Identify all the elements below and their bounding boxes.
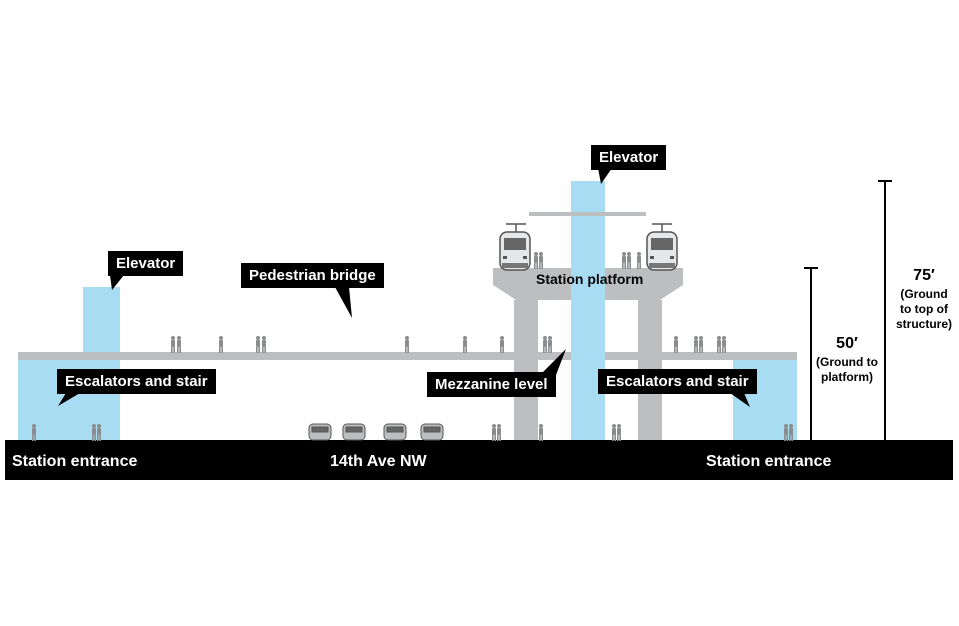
platform-height-value: 50′ [836, 335, 858, 352]
callout-elevator-right: Elevator [591, 145, 667, 170]
callout-elevator-left: Elevator [108, 251, 184, 276]
pointer-elevator-right [598, 168, 612, 184]
person-icon [463, 336, 467, 353]
train-icon [646, 223, 678, 271]
train-icon [499, 223, 531, 271]
station-platform-label: Station platform [536, 271, 644, 287]
person-icon [492, 424, 496, 441]
elevator-shaft-center [571, 181, 605, 440]
car-icon [342, 423, 366, 441]
person-icon [694, 336, 698, 353]
person-icon [539, 252, 543, 269]
platform-height-note-2: platform) [821, 370, 873, 384]
person-icon [256, 336, 260, 353]
callout-escalators-left: Escalators and stair [57, 369, 216, 394]
pointer-escalators-right [730, 393, 750, 407]
platform-canopy [529, 212, 646, 216]
person-icon [722, 336, 726, 353]
person-icon [548, 336, 552, 353]
person-icon [699, 336, 703, 353]
person-icon [500, 336, 504, 353]
car-icon [420, 423, 444, 441]
person-icon [627, 252, 631, 269]
person-icon [543, 336, 547, 353]
elevator-shaft-left [83, 287, 120, 360]
callout-escalators-right: Escalators and stair [598, 369, 757, 394]
person-icon [262, 336, 266, 353]
person-icon [622, 252, 626, 269]
person-icon [717, 336, 721, 353]
person-icon [219, 336, 223, 353]
person-icon [497, 424, 501, 441]
column-left [514, 300, 538, 440]
pointer-escalators-left [58, 393, 80, 406]
station-entrance-right-label: Station entrance [706, 453, 832, 470]
person-icon [534, 252, 538, 269]
street-label: 14th Ave NW [330, 453, 427, 470]
structure-height-note-1: (Ground [900, 287, 948, 301]
platform-height-note-1: (Ground to [816, 355, 878, 369]
person-icon [539, 424, 543, 441]
car-icon [308, 423, 332, 441]
person-icon [617, 424, 621, 441]
person-icon [674, 336, 678, 353]
callout-pedestrian-bridge: Pedestrian bridge [241, 263, 384, 288]
pointer-pedestrian-bridge [335, 287, 352, 318]
station-entrance-left-label: Station entrance [12, 453, 138, 470]
person-icon [405, 336, 409, 353]
ground [5, 440, 953, 480]
pedestrian-bridge-deck [18, 352, 797, 360]
pointer-mezzanine [540, 349, 566, 375]
structure-height-note-2: to top of [900, 302, 948, 316]
person-icon [171, 336, 175, 353]
structure-height-note-3: structure) [895, 317, 952, 331]
pointer-elevator-left [110, 275, 124, 290]
person-icon [177, 336, 181, 353]
structure-height-value: 75′ [913, 267, 935, 284]
person-icon [612, 424, 616, 441]
person-icon [637, 252, 641, 269]
street-surface [298, 436, 456, 440]
car-icon [383, 423, 407, 441]
callout-mezzanine: Mezzanine level [427, 372, 556, 397]
